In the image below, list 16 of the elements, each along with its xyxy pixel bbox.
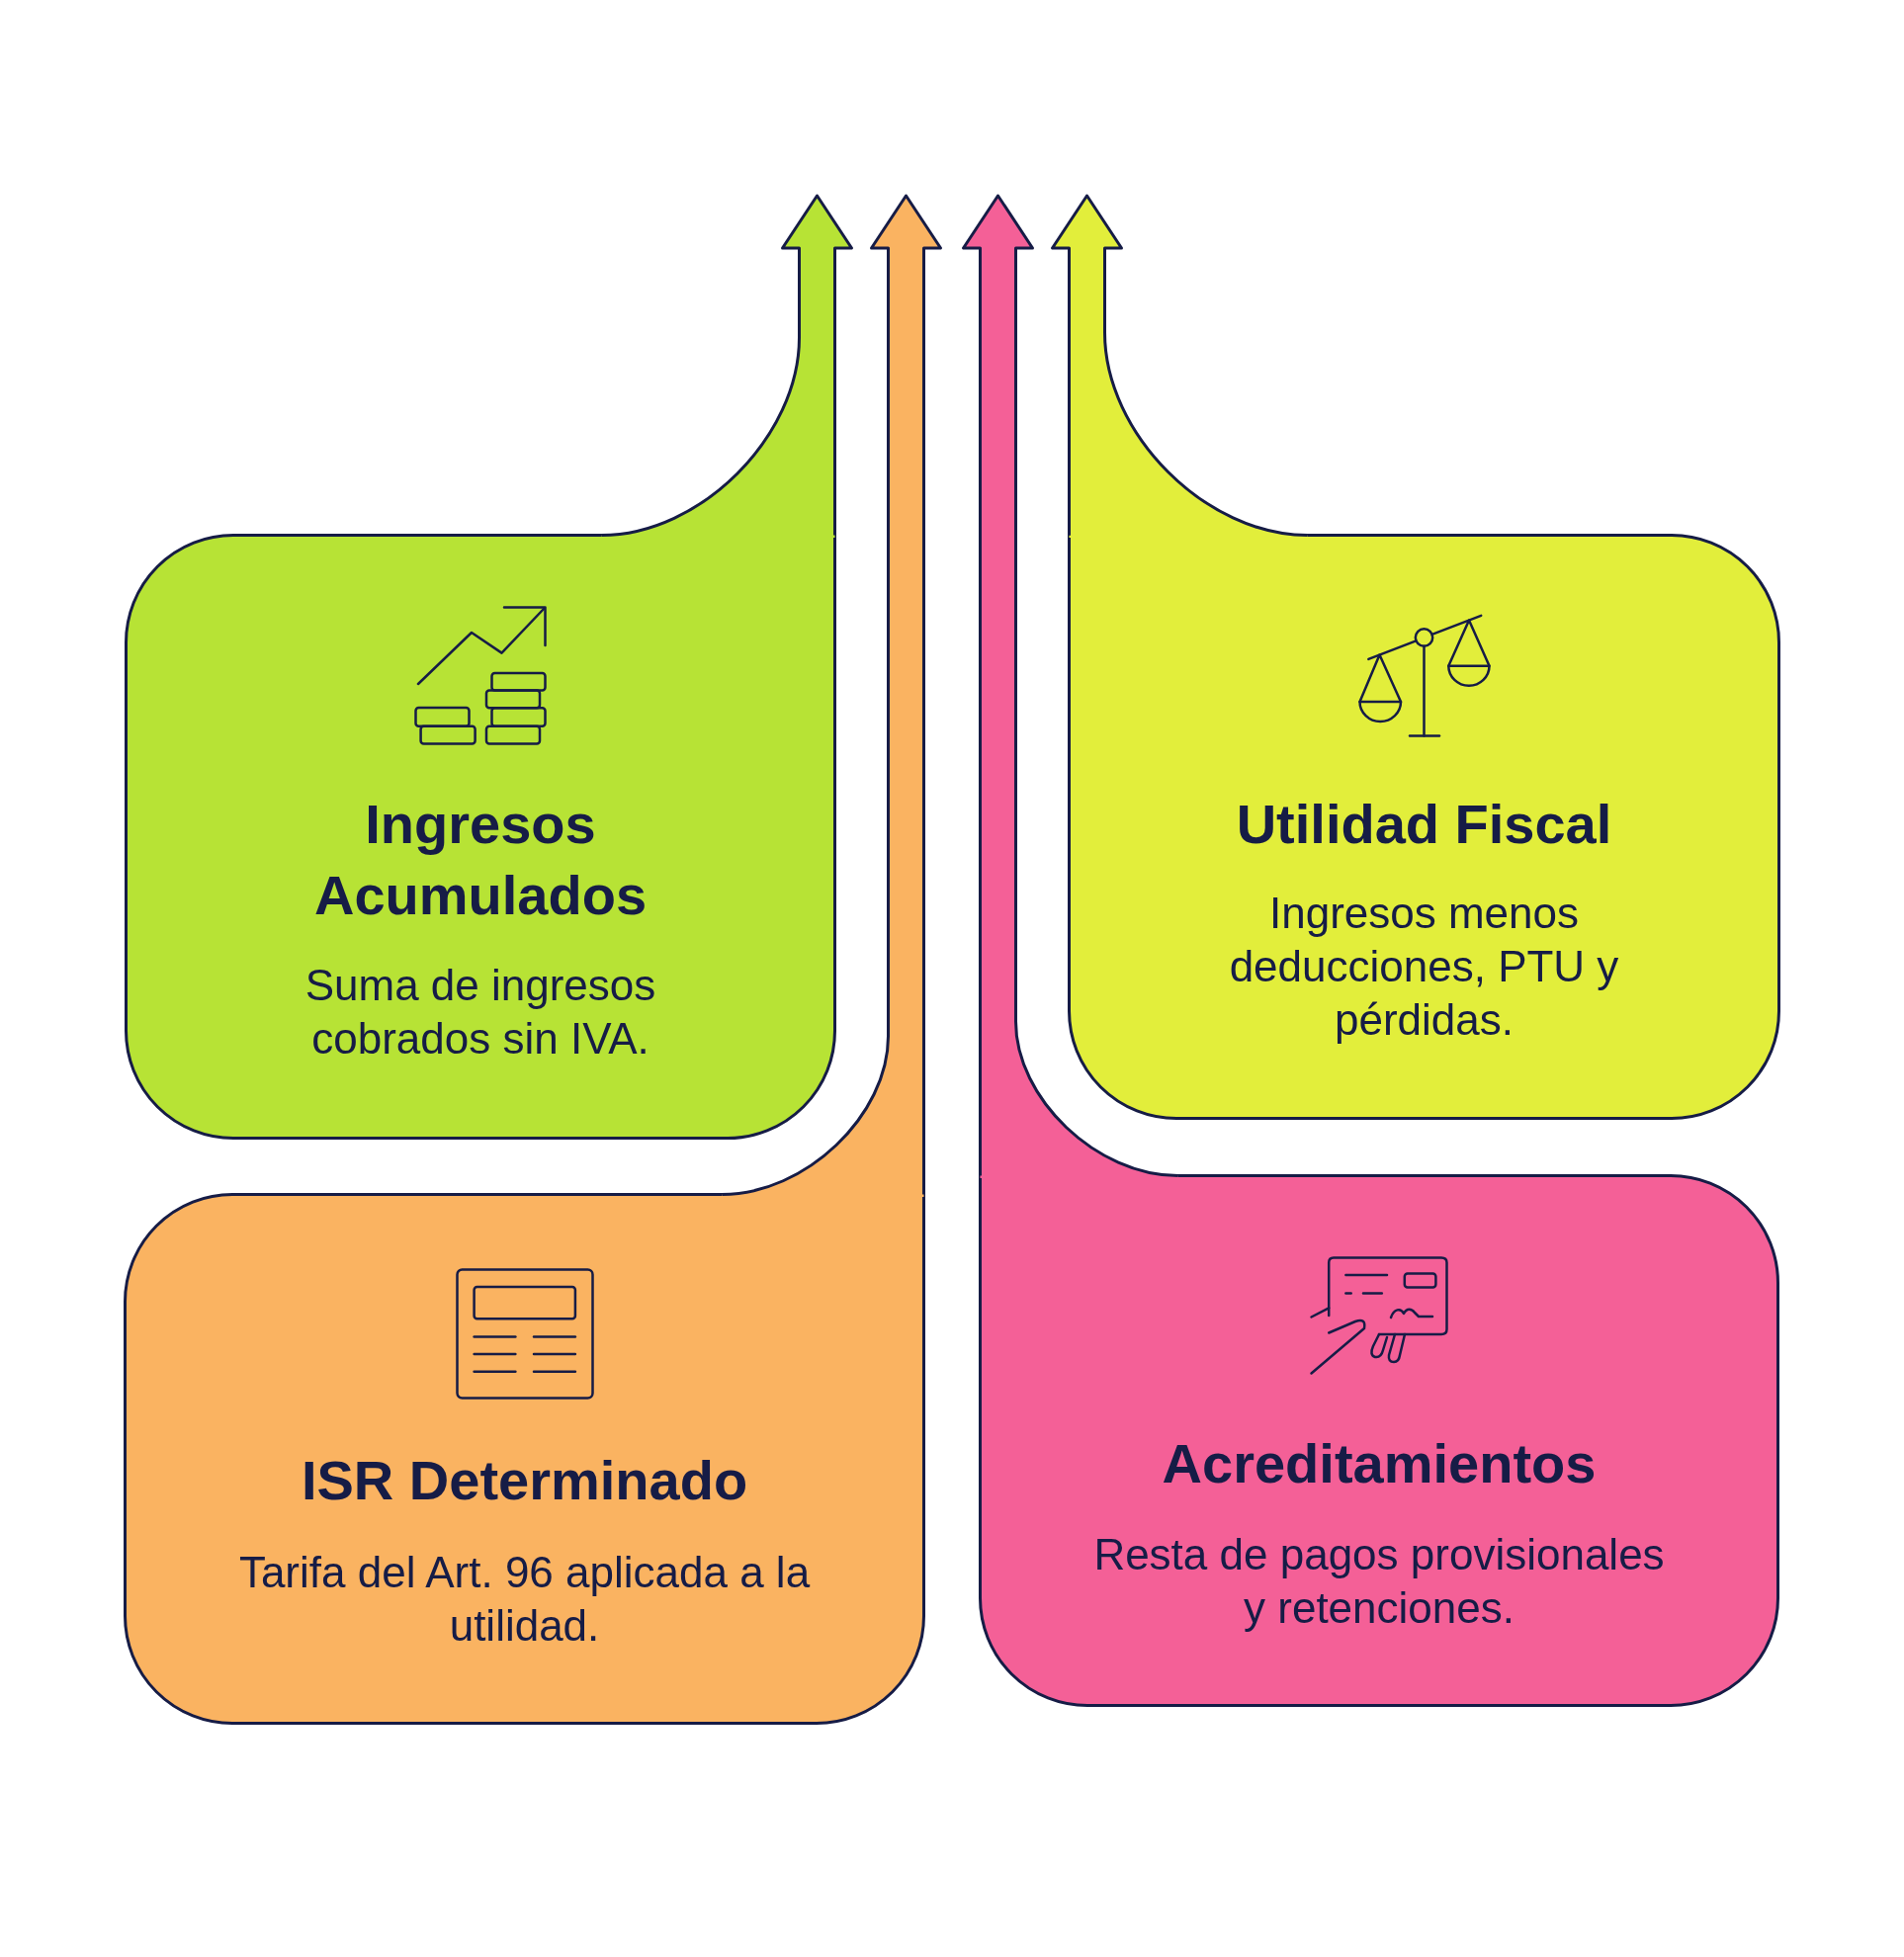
step-card <box>1068 534 1780 1120</box>
step-card <box>125 534 836 1140</box>
card-title: ISR Determinado <box>300 1448 749 1513</box>
arrow <box>721 194 942 1199</box>
step-card <box>124 1193 925 1725</box>
card-description: Suma de ingresos cobrados sin IVA. <box>303 960 657 1064</box>
arrow <box>962 194 1179 1180</box>
card-description: Resta de pagos provisionales y retenciones. <box>1092 1529 1666 1634</box>
arrow <box>600 194 853 540</box>
arrow <box>1051 194 1309 540</box>
card-title: Acreditamientos <box>1161 1431 1598 1496</box>
card-title: Ingresos Acumulados <box>312 792 649 928</box>
card-title: Utilidad Fiscal <box>1235 792 1613 857</box>
card-description: Tarifa del Art. 96 aplicada a la utilidad. <box>237 1547 812 1652</box>
card-description: Ingresos menos deducciones, PTU y pérdidas. <box>1228 888 1620 1046</box>
step-card <box>979 1174 1779 1707</box>
